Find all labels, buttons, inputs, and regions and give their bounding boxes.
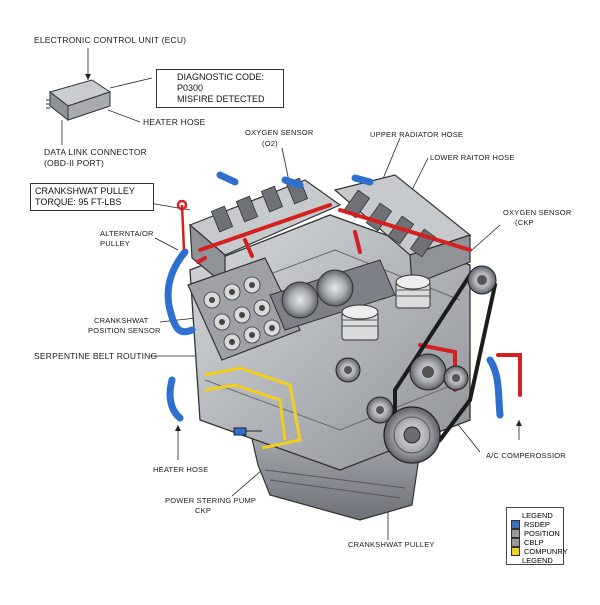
crank-pulley-torque-line2: TORQUE: 95 FT-LBS [35,197,122,207]
alternator-label-line2: PULLEY [100,239,130,248]
legend-item-label: COMPUNRY [524,547,568,556]
legend-swatch-gray [511,529,520,538]
red-coolant-lines [196,203,522,397]
legend-swatch-blue [511,520,520,529]
legend-item: LEGEND [511,556,559,565]
ac-compressor-label: A/C COMPEROSSIOR [486,451,566,460]
water-pump-pulley [335,357,361,383]
power-steering-label-line2: CKP [195,506,212,515]
legend-item-label: POSITION [524,529,560,538]
oxygen-sensor-right-line2: (CKP [515,218,534,227]
legend-item: RSDEP [511,520,559,529]
ac-pulley [443,365,469,391]
piston-1 [341,304,379,341]
diagnostic-code-line2: MISFIRE DETECTED [177,94,265,104]
legend-item: POSITION [511,529,560,538]
serpentine-belt-label: SERPENTINE BELT ROUTING [34,351,158,361]
blue-hoses [164,171,504,422]
dlc-label-line2: (OBD-II PORT) [44,158,105,168]
crank-position-label-line1: CRANKSHWAT [94,316,149,325]
legend-item: COMPUNRY [511,547,568,556]
pistons-crankshaft [269,259,431,341]
crankshaft-pulley-bottom-label: CRANKSHWAT PULLEY [348,540,435,549]
legend-title: LEGEND [522,511,553,520]
legend-item-label: RSDEP [524,520,550,529]
legend-swatch-gray-2 [511,538,520,547]
heater-hose-top-label: HEATER HOSE [143,117,206,127]
crank-position-label-line2: POSITION SENSOR [88,326,161,335]
oxygen-sensor-left-line1: OXYGEN SENSOR [245,128,314,137]
arrow-heads [85,74,522,431]
crank-pulley-torque-box: CRANKSHWAT PULLEY TORQUE: 95 FT-LBS [30,183,154,211]
diagnostic-code-line1: DIAGNOSTIC CODE: P0300 [177,72,265,93]
ecu-module [46,79,112,122]
exposed-valvetrain [187,257,301,361]
dipstick [176,199,188,251]
pulleys [335,265,497,464]
legend-item-label: LEGEND [522,556,553,565]
piston-2 [395,274,431,309]
tensioner-pulley [409,353,447,391]
diagnostic-code-box: DIAGNOSTIC CODE: P0300 MISFIRE DETECTED [156,69,284,108]
crank-pulley-torque-line1: CRANKSHWAT PULLEY [35,186,135,196]
legend-item: CBLP [511,538,559,547]
lower-radiator-hose-label: LOWER RAITOR HOSE [430,153,515,162]
alternator-pulley [467,265,497,295]
legend-swatch-yellow [511,547,520,556]
ecu-label: ELECTRONIC CONTROL UNIT (ECU) [34,35,187,45]
oxygen-sensor-left-line2: (O2) [262,139,278,148]
yellow-wire-harness [204,366,302,450]
upper-radiator-hose-label: UPPER RADIATOR HOSE [370,130,464,139]
power-steering-label-line1: POWER STERING PUMP [165,496,257,505]
oxygen-sensor-right-line1: OXYGEN SENSOR [503,208,572,217]
crankshaft-pulley [383,406,441,464]
dlc-label-line1: DATA LINK CONNECTOR [44,147,147,157]
legend-box: LEGEND RSDEP POSITION CBLP COMPUNRY LEGE… [506,507,568,565]
idler-pulley [366,396,394,424]
alternator-label-line1: ALTERNTA/OR [100,229,154,238]
legend-item-label: CBLP [524,538,544,547]
sensor-plug [233,427,262,436]
heater-hose-bottom-label: HEATER HOSE [153,465,209,474]
